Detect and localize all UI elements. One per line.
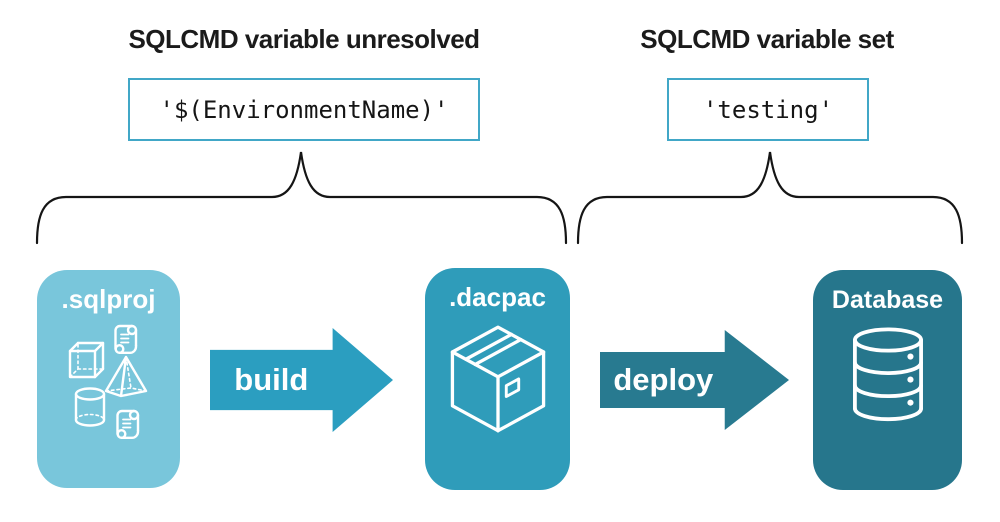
package-icon (450, 325, 545, 433)
sqlproj-label: .sqlproj (61, 284, 156, 314)
unresolved-variable-code: '$(EnvironmentName)' (159, 95, 449, 124)
database-label: Database (831, 286, 944, 314)
right-heading: SQLCMD variable set (640, 24, 894, 54)
database-icon (852, 327, 923, 422)
resolved-variable-box: 'testing' (667, 78, 869, 141)
curly-braces (35, 151, 964, 245)
right-curly-brace (576, 151, 964, 245)
build-arrow: build (210, 328, 393, 432)
scroll-icon (115, 409, 139, 440)
left-heading: SQLCMD variable unresolved (128, 24, 480, 54)
database-node: Database (813, 270, 962, 490)
pyramid-icon (104, 355, 147, 398)
deploy-arrow: deploy (600, 330, 789, 430)
sqlproj-node: .sqlproj (37, 270, 180, 488)
cube-icon (68, 341, 104, 379)
scroll-icon (113, 324, 137, 355)
unresolved-variable-box: '$(EnvironmentName)' (128, 78, 480, 141)
dacpac-node: .dacpac (425, 268, 570, 490)
resolved-variable-code: 'testing' (702, 95, 834, 124)
sql-project-objects-icon (68, 324, 147, 440)
cylinder-icon (74, 387, 105, 427)
deploy-arrow-label: deploy (613, 362, 714, 397)
dacpac-label: .dacpac (449, 282, 546, 312)
build-arrow-label: build (234, 362, 309, 397)
left-curly-brace (35, 151, 568, 245)
